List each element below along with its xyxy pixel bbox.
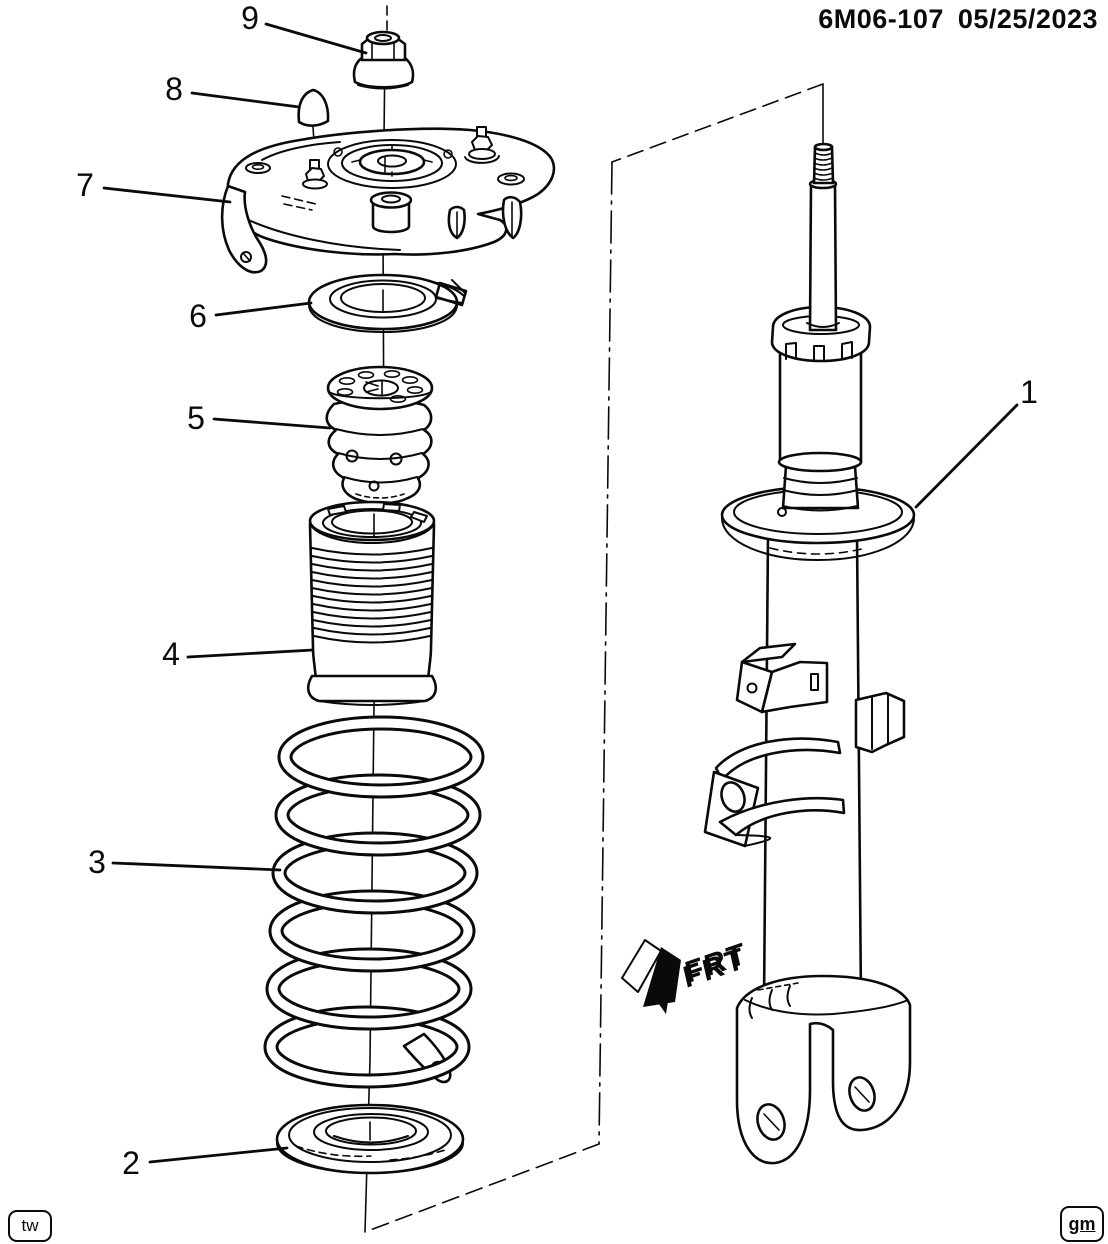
callout-3: 3 xyxy=(88,844,106,880)
callout-leader-lines xyxy=(102,22,1019,1164)
callout-9: 9 xyxy=(241,0,259,36)
author-badge-label: tw xyxy=(21,1216,39,1235)
hose-bracket xyxy=(735,642,829,714)
view-boundary-line xyxy=(364,83,824,1233)
part-4-dust-shield xyxy=(306,500,438,706)
part-2-lower-spring-insulator xyxy=(275,1103,465,1175)
callout-5: 5 xyxy=(187,400,205,436)
callout-2: 2 xyxy=(122,1145,140,1181)
part-6-upper-spring-seat xyxy=(307,273,468,333)
callout-7: 7 xyxy=(76,167,94,203)
side-bracket xyxy=(854,691,906,754)
author-badge: tw xyxy=(8,1210,52,1242)
part-3-coil-spring xyxy=(263,715,485,1089)
part-9-strut-rod-nut xyxy=(352,30,415,90)
drawing-title: 6M06-107 05/25/2023 xyxy=(818,4,1098,35)
part-8-cap xyxy=(297,88,330,127)
callout-4: 4 xyxy=(162,636,180,672)
callout-6: 6 xyxy=(189,298,207,334)
gm-logo-badge: gm xyxy=(1060,1206,1104,1242)
part-7-strut-mount xyxy=(220,126,556,274)
coil-turns xyxy=(263,715,485,1089)
frt-direction-arrow: FRT FRT xyxy=(621,937,750,1014)
gm-logo-label: gm xyxy=(1068,1213,1096,1234)
drawing-number: 6M06-107 xyxy=(818,4,944,34)
fork-bracket xyxy=(703,737,846,848)
part-5-jounce-bumper xyxy=(325,365,434,505)
callout-1: 1 xyxy=(1020,374,1038,410)
part-1-strut-assembly xyxy=(703,142,916,1165)
callout-8: 8 xyxy=(165,71,183,107)
drawing-date: 05/25/2023 xyxy=(957,4,1098,34)
